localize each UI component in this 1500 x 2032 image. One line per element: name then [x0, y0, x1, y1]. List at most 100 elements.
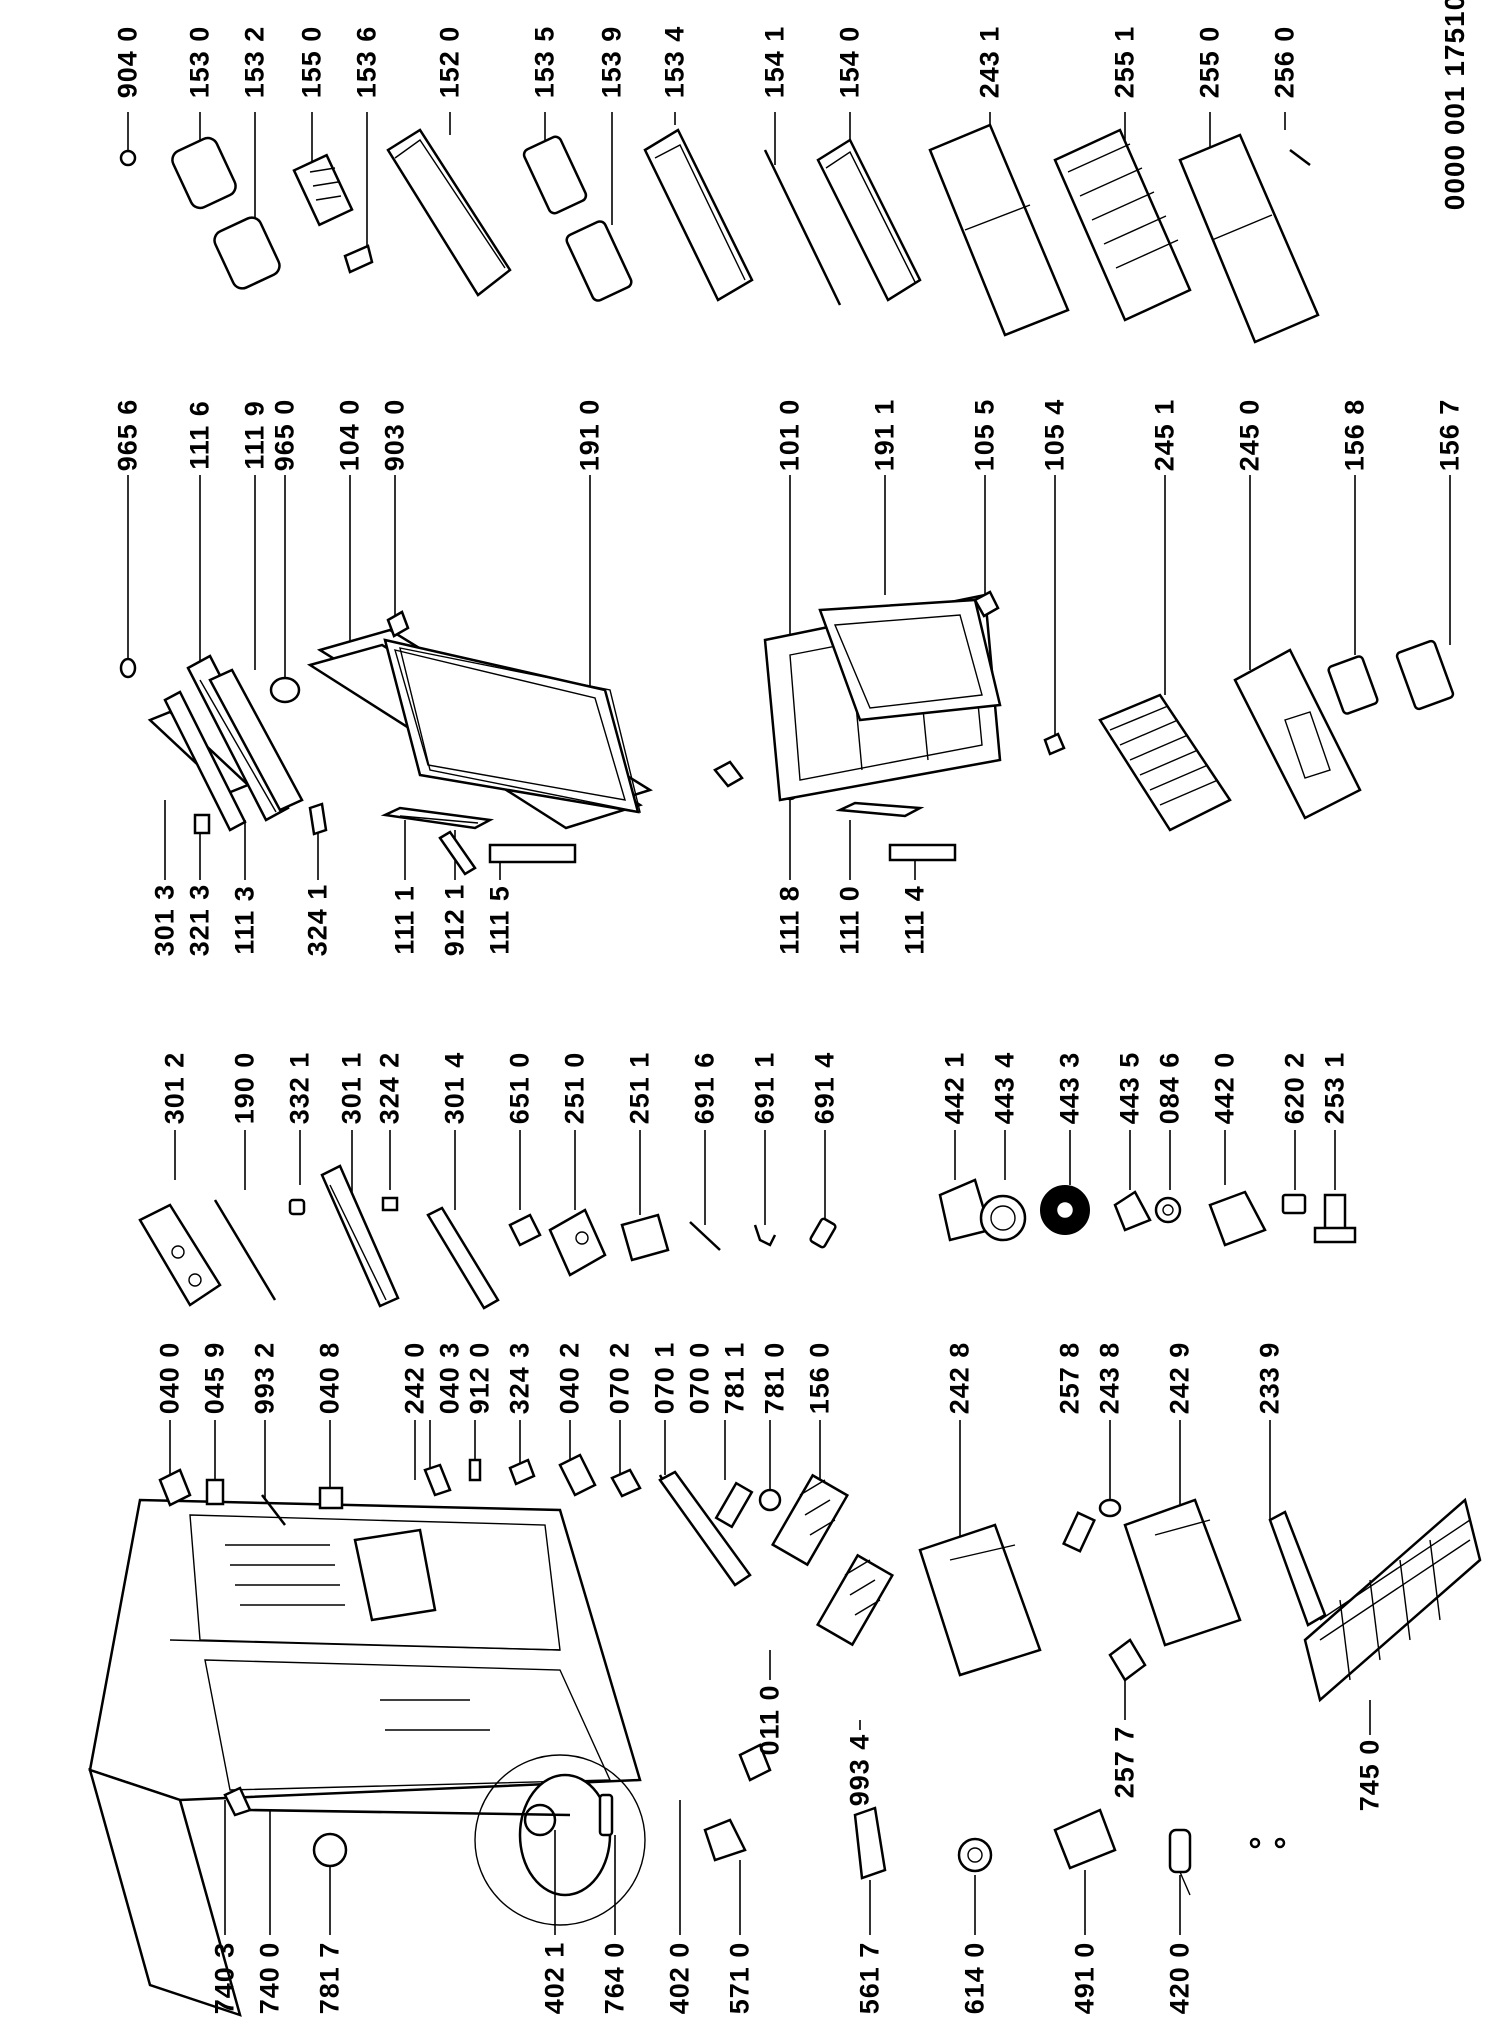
part-324-1 — [308, 802, 328, 836]
part-781-7 — [312, 1832, 348, 1868]
part-740-0 — [249, 1808, 571, 1817]
part-152-0 — [386, 128, 512, 297]
part-040-8 — [318, 1486, 344, 1510]
part-245-1 — [1098, 693, 1232, 832]
compressor-circle — [474, 1754, 646, 1926]
leader-lines-cabinet — [169, 1420, 1371, 1735]
part-904-door-frame-104-0 — [306, 628, 653, 830]
part-153-5 — [522, 135, 588, 215]
part-040-2 — [558, 1453, 597, 1497]
part-070-2 — [610, 1468, 642, 1498]
part-257-8 — [1061, 1511, 1097, 1553]
part-233-9 — [1268, 1510, 1327, 1627]
part-156-7 — [1395, 639, 1455, 711]
part-111-3 — [163, 690, 247, 832]
part-242-0 — [353, 1528, 437, 1622]
leader-lines-bottom — [224, 1800, 1181, 1935]
small-dot-2 — [1274, 1837, 1286, 1849]
part-691-4 — [809, 1217, 837, 1249]
part-153-9 — [565, 220, 633, 302]
part-745-0 — [1303, 1497, 1482, 1703]
part-571-0 — [703, 1818, 747, 1862]
part-993-4 — [815, 1553, 895, 1647]
part-156-0 — [770, 1473, 850, 1567]
part-105-4 — [1043, 732, 1066, 756]
part-965-0 — [269, 676, 301, 704]
part-691-1 — [753, 1224, 777, 1247]
part-040-3 — [423, 1463, 452, 1497]
part-191-0 — [399, 647, 641, 813]
part-965-6 — [119, 657, 137, 679]
part-154-1 — [763, 149, 842, 306]
leader-lines-second-column — [127, 475, 1451, 880]
part-253-1 — [1313, 1193, 1357, 1244]
part-243-8 — [1098, 1498, 1122, 1518]
part-324-3 — [508, 1458, 536, 1486]
part-301-4 — [426, 1206, 500, 1310]
part-111-1 — [380, 806, 495, 830]
part-084-6 — [1154, 1196, 1182, 1224]
part-301-2 — [138, 1203, 222, 1307]
part-442-0 — [1208, 1190, 1267, 1247]
part-443-3 — [1040, 1185, 1090, 1235]
part-245-0 — [1233, 648, 1362, 820]
part-620-2 — [1281, 1193, 1307, 1215]
part-691-6 — [689, 1221, 721, 1251]
part-443-4 — [979, 1194, 1027, 1242]
part-781-1 — [714, 1481, 754, 1529]
part-255-0 — [1178, 133, 1320, 344]
part-153-0 — [171, 136, 237, 210]
part-993-2 — [261, 1494, 286, 1526]
part-904-0 — [119, 149, 137, 167]
part-912-1 — [438, 830, 477, 876]
part-257-7 — [1108, 1638, 1147, 1682]
door-frames — [119, 590, 1455, 876]
part-156-8 — [1327, 655, 1379, 715]
part-912-0 — [468, 1458, 482, 1482]
part-153-4 — [643, 128, 754, 302]
cabinet-body — [88, 1498, 642, 2017]
part-011-0 — [738, 1743, 772, 1782]
part-242-8 — [918, 1523, 1042, 1677]
part-111-9 — [208, 668, 304, 812]
part-651-0 — [508, 1213, 542, 1247]
part-251-1 — [620, 1213, 670, 1262]
part-070-0 — [658, 1470, 752, 1587]
part-045-9 — [205, 1478, 225, 1506]
part-190-0 — [213, 1199, 277, 1301]
leader-lines-third-column — [174, 1130, 1336, 1225]
part-301-1 — [320, 1164, 400, 1308]
part-105-5 — [973, 590, 1000, 618]
part-443-5 — [1113, 1190, 1152, 1232]
small-dot-1 — [1249, 1837, 1261, 1849]
part-242-9 — [1123, 1498, 1242, 1647]
part-243-1 — [928, 123, 1070, 337]
part-191-1 — [818, 598, 1002, 722]
part-153-6 — [343, 244, 374, 274]
part-040-0 — [158, 1468, 192, 1507]
part-903-0 — [386, 610, 410, 638]
part-111-0 — [835, 801, 925, 818]
part-105-small — [713, 760, 744, 788]
part-561-7 — [853, 1806, 887, 1880]
control-parts — [138, 1164, 1357, 1310]
part-153-2 — [213, 216, 281, 290]
part-251-0 — [548, 1208, 607, 1277]
door-parts-top — [119, 123, 1320, 344]
part-255-1 — [1053, 128, 1192, 322]
part-111-5 — [488, 843, 577, 864]
part-324-2 — [381, 1196, 399, 1212]
cabinet-assembly — [88, 1453, 1482, 2017]
part-420-0 — [1168, 1828, 1192, 1896]
part-154-0 — [816, 138, 922, 302]
part-321-3 — [193, 813, 211, 835]
part-781-0 — [758, 1488, 782, 1512]
part-764-0 — [598, 1793, 614, 1837]
part-614-0 — [957, 1837, 993, 1873]
part-111-4 — [888, 843, 957, 862]
part-491-0 — [1053, 1808, 1117, 1870]
part-332-1 — [288, 1198, 306, 1216]
part-155-0 — [292, 153, 354, 227]
part-256-0 — [1289, 149, 1311, 166]
